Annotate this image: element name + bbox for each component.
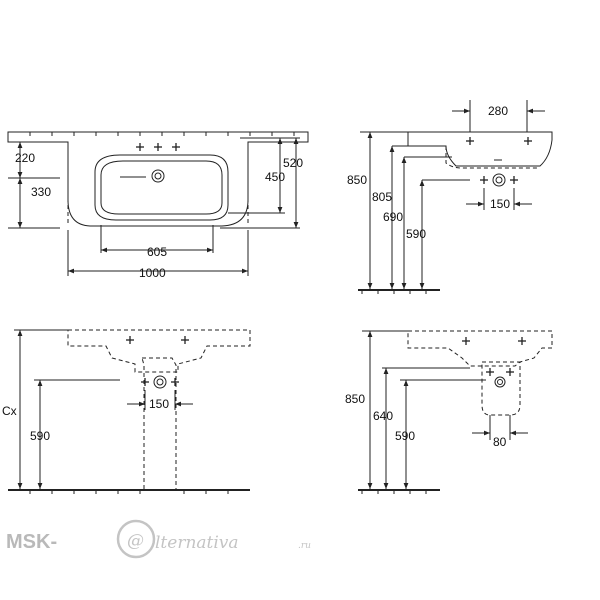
dim-450: 450 — [265, 170, 285, 184]
dim-220: 220 — [15, 151, 35, 165]
dim-590-pedestal: 590 — [395, 429, 415, 443]
dim-805: 805 — [372, 190, 392, 204]
dim-850-side: 850 — [347, 173, 367, 187]
side-view: 280 850 805 690 590 150 — [347, 100, 553, 294]
dim-150-side: 150 — [490, 197, 510, 211]
dim-605: 605 — [147, 245, 167, 259]
watermark-prefix: MSK- — [6, 531, 57, 553]
dim-590-front: 590 — [30, 429, 50, 443]
dim-690: 690 — [383, 210, 403, 224]
dim-590-side: 590 — [406, 227, 426, 241]
dim-640: 640 — [373, 409, 393, 423]
watermark-suffix: .ru — [298, 541, 311, 551]
side-pedestal-view: 850 640 590 80 — [345, 330, 553, 494]
watermark-logo: MSK- @ lternativa .ru — [6, 519, 311, 559]
dim-330: 330 — [31, 185, 51, 199]
dim-cx: Cx — [2, 404, 17, 418]
front-pedestal-view: Cx 590 150 — [2, 329, 251, 494]
dim-150-front: 150 — [149, 397, 169, 411]
dim-1000: 1000 — [139, 266, 166, 280]
watermark-at: @ — [127, 531, 144, 551]
dim-520: 520 — [283, 156, 303, 170]
dim-280: 280 — [488, 104, 508, 118]
dim-80: 80 — [493, 435, 507, 449]
top-view: 220 330 520 450 605 1000 — [7, 131, 309, 280]
dim-850-pedestal: 850 — [345, 392, 365, 406]
watermark-script: lternativa — [155, 533, 239, 553]
